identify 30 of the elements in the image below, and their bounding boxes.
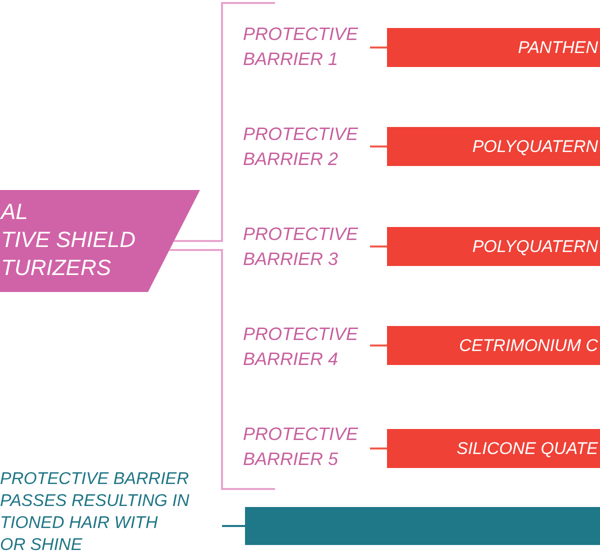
- connector-line: [370, 246, 387, 248]
- ingredient-bar: [387, 326, 600, 365]
- ingredient-text: SILICONE QUATE: [456, 438, 598, 458]
- connector-line: [370, 46, 387, 48]
- outcome-text: TIONED HAIR WITH: [0, 512, 158, 534]
- barrier-label: PROTECTIVE BARRIER 2: [243, 122, 370, 172]
- ingredient-text: POLYQUATERN: [472, 136, 598, 156]
- ingredient-text: POLYQUATERN: [472, 236, 598, 256]
- outcome-bar: [245, 507, 600, 545]
- outcome-text: OR SHINE: [0, 534, 82, 556]
- ingredient-bar: [387, 28, 600, 67]
- ingredient-bar: [387, 227, 600, 266]
- banner-text: TIVE SHIELD: [1, 226, 136, 254]
- barrier-label: PROTECTIVE BARRIER 1: [243, 22, 370, 72]
- connector-line: [370, 146, 387, 148]
- outcome-text: PASSES RESULTING IN: [0, 490, 190, 512]
- connector-line: [222, 525, 245, 527]
- ingredient-text: CETRIMONIUM C: [459, 336, 598, 356]
- connector-line: [370, 448, 387, 450]
- ingredient-bar: [387, 429, 600, 468]
- barrier-label: PROTECTIVE BARRIER 3: [243, 222, 370, 272]
- banner-text: TURIZERS: [1, 254, 111, 282]
- parallelogram-banner: [0, 190, 200, 292]
- banner-text: AL: [1, 198, 28, 226]
- barrier-label: PROTECTIVE BARRIER 5: [243, 422, 370, 472]
- ingredient-text: PANTHEN: [518, 38, 598, 58]
- ingredient-bar: [387, 127, 600, 166]
- connector-line: [370, 344, 387, 346]
- outcome-text: PROTECTIVE BARRIER: [0, 468, 189, 490]
- barrier-label: PROTECTIVE BARRIER 4: [243, 322, 370, 372]
